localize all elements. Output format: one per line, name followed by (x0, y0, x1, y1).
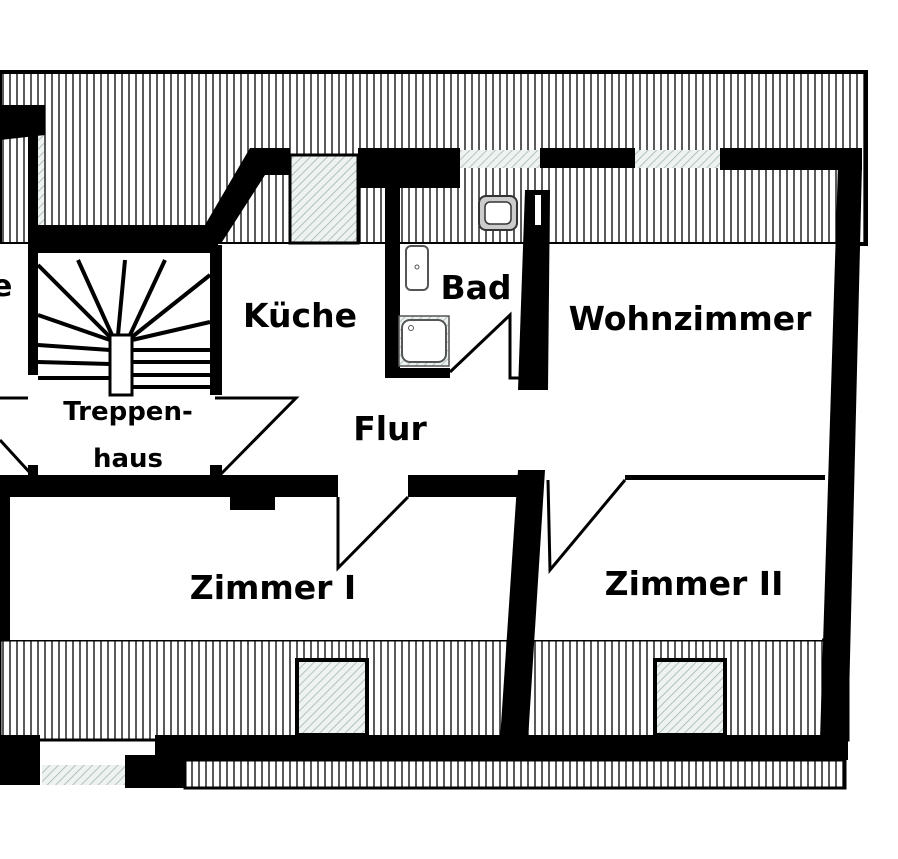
window (653, 658, 727, 737)
walls (0, 105, 862, 788)
room-label-kueche: Küche (243, 296, 357, 335)
room-label-zimmer-1: Zimmer I (190, 568, 356, 607)
bathtub (405, 245, 429, 291)
window (635, 150, 720, 168)
room-label-treppenhaus-2: haus (93, 444, 163, 474)
room-label-cut-left: e (0, 269, 12, 304)
room-label-bad: Bad (440, 268, 511, 307)
window (288, 153, 360, 245)
windows (30, 135, 727, 785)
room-label-zimmer-2: Zimmer II (605, 564, 784, 603)
window (42, 765, 127, 785)
staircase (36, 259, 212, 397)
room-label-wohnzimmer: Wohnzimmer (569, 299, 813, 338)
window (460, 150, 542, 168)
room-label-flur: Flur (353, 409, 427, 448)
shower-tray (398, 315, 450, 367)
door-swings (0, 195, 627, 575)
room-label-treppenhaus-1: Treppen- (63, 397, 193, 427)
toilet (478, 195, 518, 231)
window (295, 658, 369, 737)
